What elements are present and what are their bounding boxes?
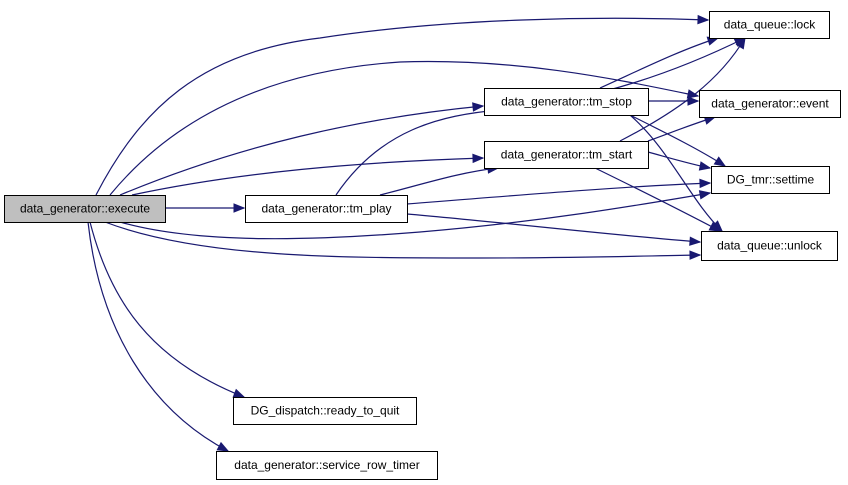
arrowhead (687, 96, 700, 106)
edge-line (599, 37, 719, 89)
arrowhead (472, 102, 485, 112)
node-ready-to-quit[interactable]: DG_dispatch::ready_to_quit (233, 397, 417, 425)
edge-tm_stop-to-event (648, 96, 700, 106)
arrowhead (735, 36, 746, 50)
edge-line (619, 37, 746, 142)
node-label: DG_dispatch::ready_to_quit (251, 404, 400, 418)
node-label: data_generator::tm_start (501, 148, 633, 162)
edge-tm_start-to-lock (619, 36, 746, 142)
edge-execute-to-tm_play (165, 203, 246, 213)
arrowhead (686, 89, 700, 99)
node-box (245, 195, 408, 223)
node-label: data_queue::unlock (717, 239, 823, 253)
edge-tm_start-to-settime (647, 151, 712, 171)
arrowhead (713, 156, 727, 167)
node-label: DG_tmr::settime (727, 173, 815, 187)
arrowhead (216, 441, 230, 452)
edge-execute-to-tm_start (131, 153, 485, 196)
node-label: data_generator::execute (20, 202, 150, 216)
edge-line (89, 221, 245, 398)
node-tm-start[interactable]: data_generator::tm_start (484, 141, 649, 169)
node-label: data_queue::lock (724, 18, 816, 32)
edge-tm_play-to-unlock (406, 213, 702, 246)
node-box (701, 231, 838, 261)
edge-tm_start-to-event (647, 115, 717, 142)
arrowhead (689, 250, 702, 260)
edge-line (629, 114, 723, 232)
node-tm-stop[interactable]: data_generator::tm_stop (484, 88, 649, 116)
node-box (699, 90, 841, 118)
edges-layer (87, 14, 747, 452)
edge-execute-to-lock (95, 14, 710, 196)
node-service-row-timer[interactable]: data_generator::service_row_timer (216, 451, 438, 480)
edge-line (406, 182, 711, 205)
arrowhead (472, 153, 485, 164)
arrowhead (698, 190, 712, 200)
edge-execute-to-service_row_timer (87, 221, 230, 452)
node-execute[interactable]: data_generator::execute (4, 195, 166, 223)
node-label: data_generator::event (711, 97, 829, 111)
node-box (216, 451, 438, 480)
edge-tm_play-to-tm_start (379, 164, 500, 196)
edge-line (119, 105, 484, 196)
arrowhead (699, 178, 712, 189)
node-label: data_generator::tm_play (261, 202, 391, 216)
edge-tm_stop-to-unlock (629, 114, 723, 232)
arrowhead (697, 14, 710, 25)
node-settime[interactable]: DG_tmr::settime (711, 166, 830, 194)
edge-line (594, 167, 721, 232)
edge-line (131, 157, 484, 196)
edge-tm_play-to-settime (406, 178, 712, 205)
edge-line (104, 221, 701, 259)
arrowhead (232, 388, 246, 398)
arrowhead (708, 221, 722, 232)
nodes-layer: data_generator::execute data_generator::t… (4, 11, 841, 480)
node-label: data_generator::service_row_timer (234, 458, 419, 472)
node-box (4, 195, 166, 223)
node-tm-play[interactable]: data_generator::tm_play (245, 195, 408, 223)
node-box (484, 88, 649, 116)
node-box (709, 11, 830, 39)
edge-execute-to-tm_stop (119, 102, 485, 196)
node-label: data_generator::tm_stop (501, 95, 632, 109)
edge-line (119, 192, 711, 240)
arrowhead (689, 236, 702, 246)
edge-execute-to-settime (119, 190, 712, 240)
edge-execute-to-event (109, 60, 700, 196)
arrowhead (233, 203, 246, 213)
arrowhead (698, 161, 712, 171)
node-box (711, 166, 830, 194)
edge-execute-to-unlock (104, 221, 702, 260)
node-event[interactable]: data_generator::event (699, 90, 841, 118)
node-lock[interactable]: data_queue::lock (709, 11, 830, 39)
edge-line (406, 213, 701, 243)
edge-tm_start-to-unlock (594, 167, 722, 232)
edge-line (87, 221, 229, 452)
edge-execute-to-ready_to_quit (89, 221, 246, 398)
node-box (233, 397, 417, 425)
edge-line (95, 17, 709, 196)
node-box (484, 141, 649, 169)
edge-tm_stop-to-settime (629, 114, 727, 167)
edge-line (109, 60, 699, 196)
node-unlock[interactable]: data_queue::unlock (701, 231, 838, 261)
edge-line (379, 167, 499, 196)
edge-tm_stop-to-lock (599, 36, 720, 89)
